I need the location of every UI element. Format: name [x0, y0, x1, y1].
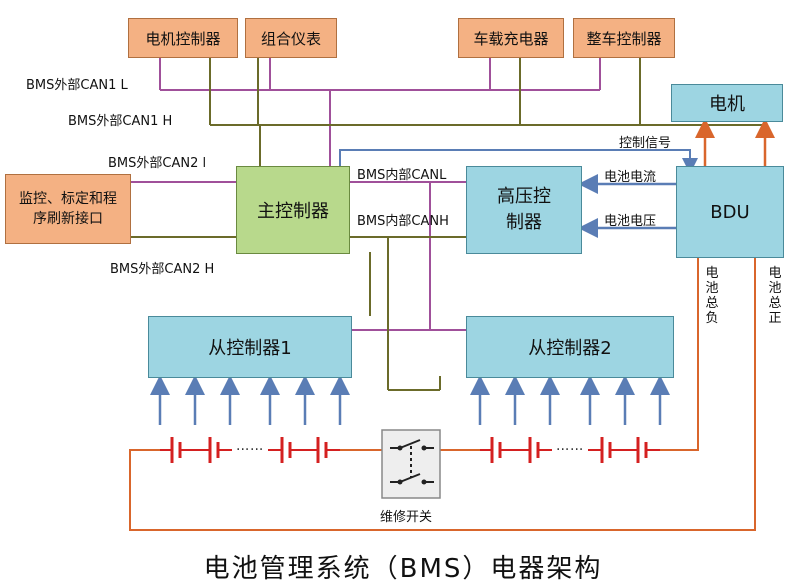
control-signal-label: 控制信号 — [619, 136, 672, 151]
battery-power-loop — [129, 258, 756, 531]
diagram-title: 电池管理系统（BMS）电器架构 — [203, 554, 603, 584]
main-controller-box: 主控制器 — [236, 166, 350, 254]
battery-voltage-label: 电池电压 — [604, 214, 657, 229]
service-switch-label: 维修开关 — [380, 510, 433, 525]
control-signal-line — [339, 149, 698, 174]
battery-ellipses: ··· ··· ··· ··· — [236, 442, 583, 458]
battery-string-2 — [480, 437, 660, 463]
internal-canh-label: BMS内部CANH — [357, 214, 449, 229]
service-switch-icon — [381, 429, 441, 499]
battery-current-label: 电池电流 — [604, 170, 657, 185]
slave-controller-1-box: 从控制器1 — [148, 316, 352, 378]
ext-can1-h-label: BMS外部CAN1 H — [68, 114, 173, 129]
svg-text:···: ··· — [236, 442, 249, 458]
battery-total-negative-label: 电池总负 — [705, 266, 719, 326]
ext-can2-h-label: BMS外部CAN2 H — [110, 262, 215, 277]
instrument-cluster-box: 组合仪表 — [245, 18, 337, 58]
battery-string-1 — [160, 437, 340, 463]
can1-l-bus — [159, 58, 601, 168]
slave2-sampling-arrows — [470, 375, 670, 425]
onboard-charger-box: 车载充电器 — [458, 18, 564, 58]
vehicle-controller-box: 整车控制器 — [573, 18, 675, 58]
bdu-box: BDU — [676, 166, 784, 258]
svg-text:···: ··· — [556, 442, 569, 458]
internal-canh — [350, 236, 466, 391]
motor-controller-box: 电机控制器 — [128, 18, 238, 58]
ext-can2-l-label: BMS外部CAN2 l — [108, 156, 207, 171]
hv-controller-box: 高压控制器 — [466, 166, 582, 254]
svg-text:···: ··· — [570, 442, 583, 458]
internal-canl — [350, 181, 466, 331]
internal-canl-label: BMS内部CANL — [357, 168, 447, 183]
slave-controller-2-box: 从控制器2 — [466, 316, 674, 378]
ext-can1-l-label: BMS外部CAN1 L — [26, 78, 128, 93]
slave1-sampling-arrows — [150, 375, 350, 425]
motor-box: 电机 — [671, 84, 783, 122]
battery-total-positive-label: 电池总正 — [768, 266, 782, 326]
monitor-calibration-port-box: 监控、标定和程序刷新接口 — [5, 174, 131, 244]
svg-text:···: ··· — [250, 442, 263, 458]
